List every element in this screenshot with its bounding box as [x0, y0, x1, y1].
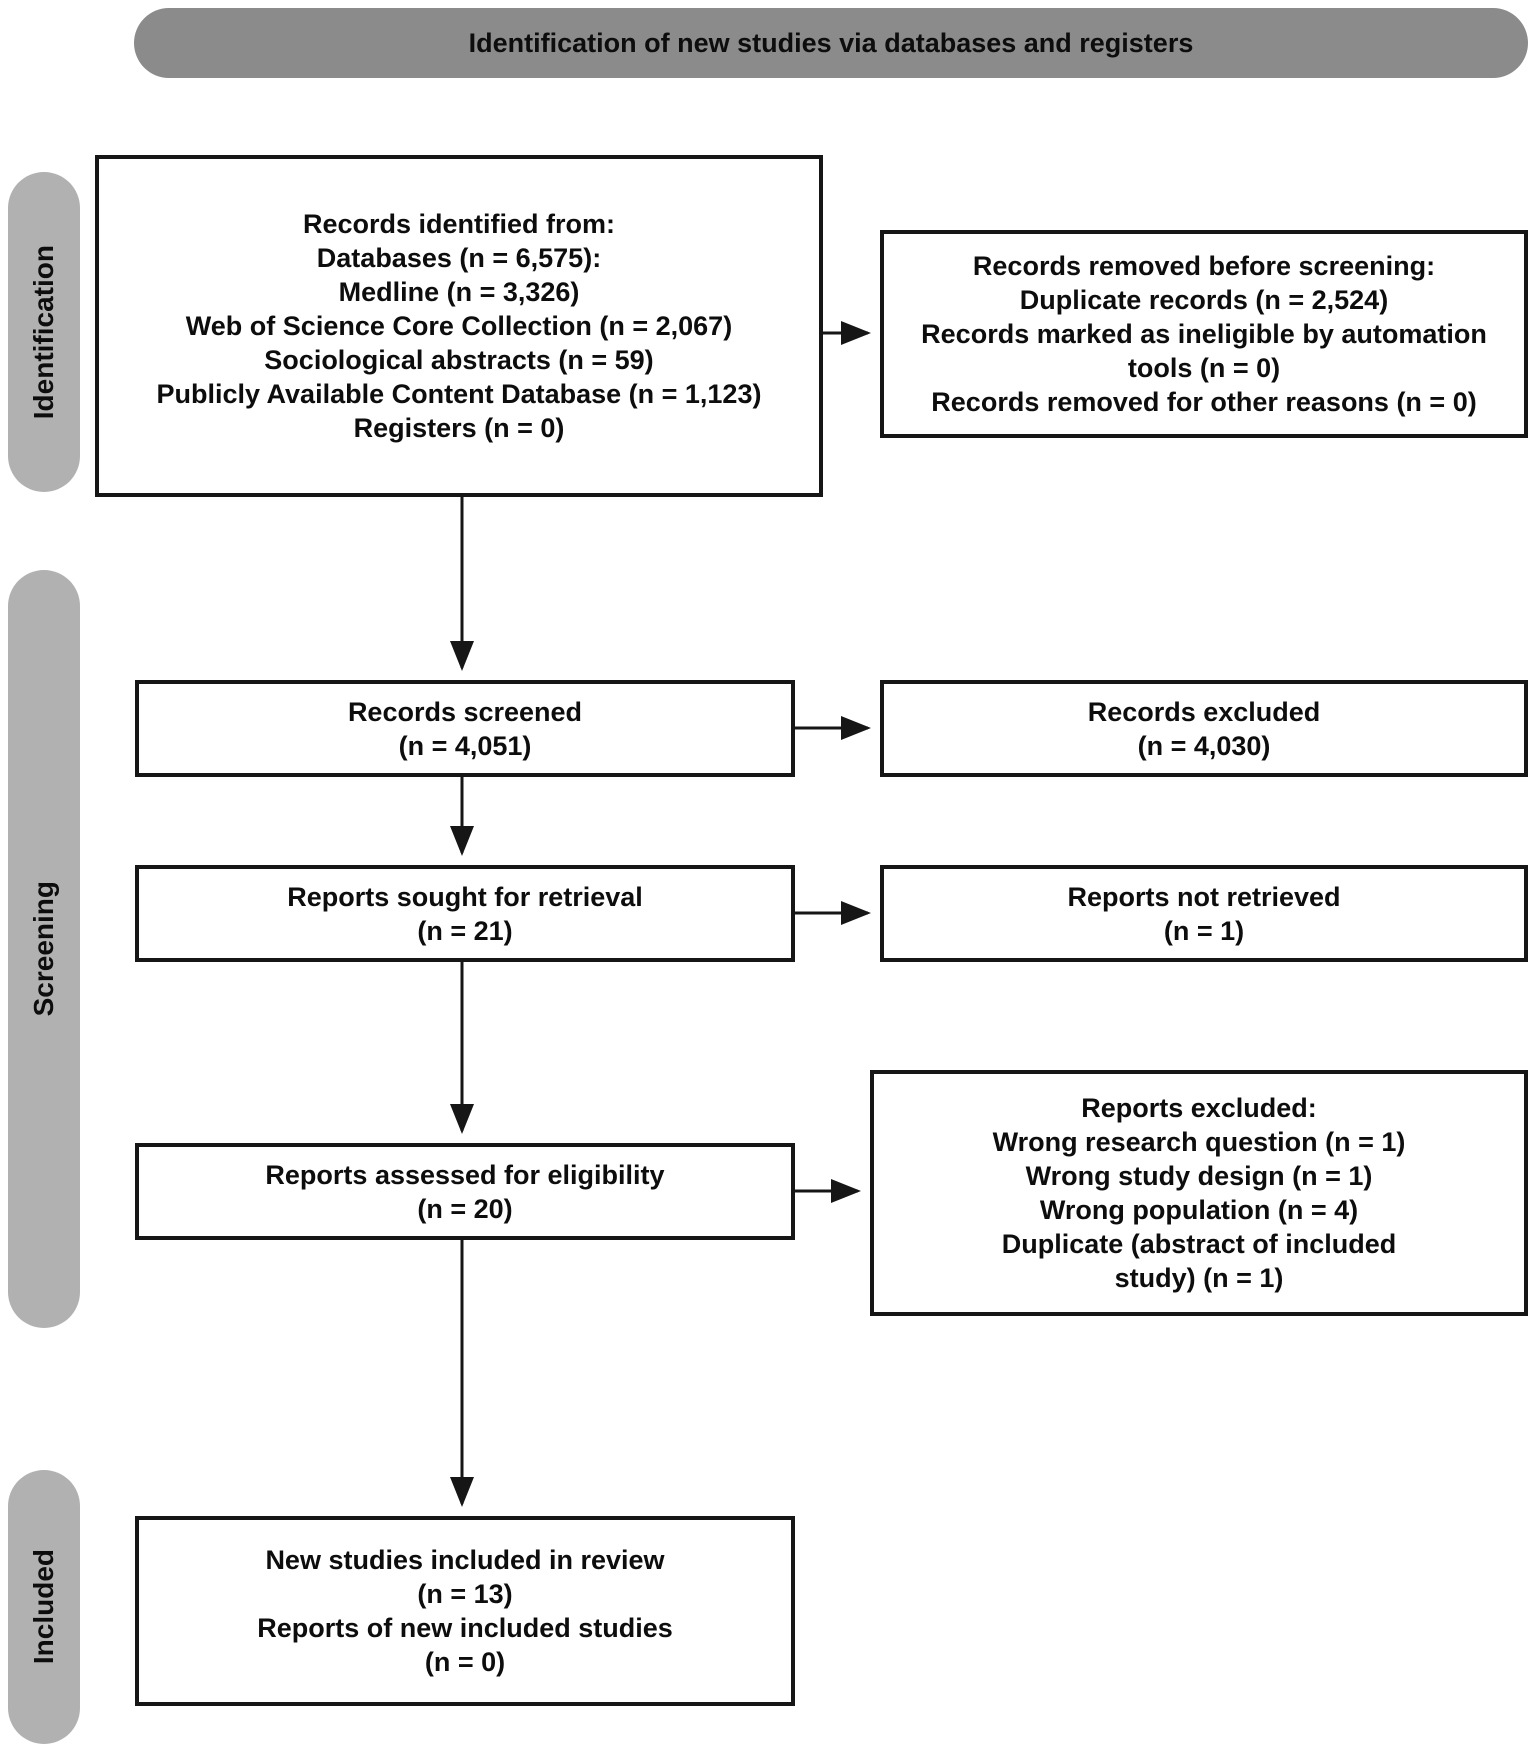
- stage-rail-identification: Identification: [8, 172, 80, 492]
- box-records-excluded: Records excluded (n = 4,030): [880, 680, 1528, 777]
- box-text-line: (n = 13): [417, 1579, 513, 1609]
- box-text-line: Duplicate (abstract of included: [1001, 1229, 1397, 1259]
- stage-rail-identification-label: Identification: [28, 244, 59, 420]
- box-records-removed-before-screening: Records removed before screening: Duplic…: [880, 230, 1528, 438]
- box-text-line: Reports assessed for eligibility: [265, 1159, 665, 1190]
- box-new-studies-included: New studies included in review (n = 13) …: [135, 1516, 795, 1706]
- box-text-line: Databases (n = 6,575):: [316, 243, 602, 273]
- diagram-title: Identification of new studies via databa…: [468, 27, 1194, 58]
- box-text-line: Records excluded: [1087, 696, 1321, 727]
- box-reports-assessed-for-eligibility: Reports assessed for eligibility (n = 20…: [135, 1143, 795, 1240]
- box-text-line: Wrong population (n = 4): [1039, 1195, 1359, 1225]
- box-text-line: (n = 4,030): [1137, 730, 1271, 761]
- diagram-title-banner: Identification of new studies via databa…: [134, 8, 1528, 78]
- box-text-line: Records marked as ineligible by automati…: [921, 319, 1487, 349]
- box-text-line: Duplicate records (n = 2,524): [1019, 285, 1389, 315]
- box-text-line: Wrong research question (n = 1): [992, 1127, 1406, 1157]
- stage-rail-screening: Screening: [8, 570, 80, 1328]
- box-text-line: study) (n = 1): [1114, 1263, 1284, 1293]
- box-text-line: Reports sought for retrieval: [287, 881, 643, 912]
- box-text-line: Records removed for other reasons (n = 0…: [931, 387, 1477, 417]
- box-records-identified: Records identified from: Databases (n = …: [95, 155, 823, 497]
- box-records-screened: Records screened (n = 4,051): [135, 680, 795, 777]
- stage-rail-screening-label: Screening: [28, 881, 59, 1017]
- stage-rail-included: Included: [8, 1470, 80, 1744]
- box-text-line: (n = 4,051): [398, 730, 532, 761]
- box-text-line: Medline (n = 3,326): [338, 277, 580, 307]
- stage-rail-included-label: Included: [28, 1549, 59, 1665]
- box-text-line: Sociological abstracts (n = 59): [264, 345, 654, 375]
- box-text-line: Reports not retrieved: [1067, 881, 1341, 912]
- box-text-line: New studies included in review: [265, 1545, 665, 1575]
- box-text-line: Records identified from:: [302, 209, 616, 239]
- box-text-line: (n = 1): [1163, 915, 1245, 946]
- box-text-line: tools (n = 0): [1127, 353, 1281, 383]
- box-text-line: Reports excluded:: [1081, 1093, 1317, 1123]
- box-text-line: Wrong study design (n = 1): [1025, 1161, 1373, 1191]
- box-text-line: Records screened: [347, 696, 583, 727]
- box-reports-excluded: Reports excluded: Wrong research questio…: [870, 1070, 1528, 1316]
- box-text-line: Registers (n = 0): [353, 413, 565, 443]
- box-text-line: (n = 20): [417, 1193, 513, 1224]
- box-text-line: Publicly Available Content Database (n =…: [156, 379, 762, 409]
- box-text-line: Web of Science Core Collection (n = 2,06…: [185, 311, 733, 341]
- box-reports-sought-for-retrieval: Reports sought for retrieval (n = 21): [135, 865, 795, 962]
- box-text-line: (n = 21): [417, 915, 513, 946]
- box-text-line: Records removed before screening:: [972, 251, 1436, 281]
- box-text-line: Reports of new included studies: [257, 1613, 673, 1643]
- box-text-line: (n = 0): [424, 1647, 506, 1677]
- box-reports-not-retrieved: Reports not retrieved (n = 1): [880, 865, 1528, 962]
